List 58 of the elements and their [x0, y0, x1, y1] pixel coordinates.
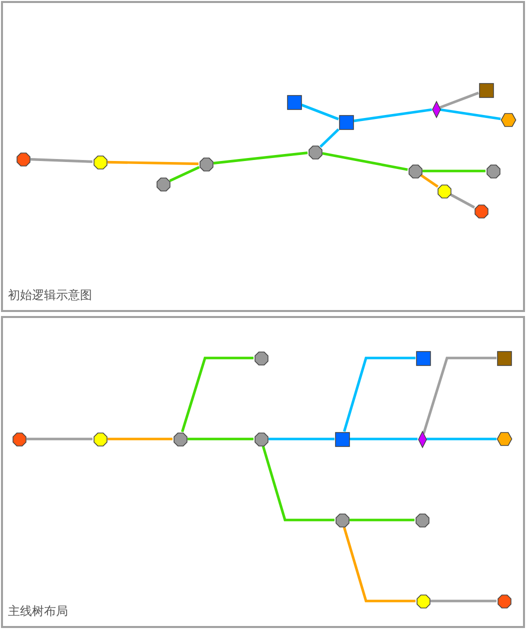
octagon-node	[334, 512, 350, 528]
octagon-node	[92, 432, 108, 446]
octagon-node	[308, 144, 322, 160]
octagon-node	[254, 432, 268, 446]
connector-line	[430, 600, 496, 602]
connector-line	[108, 438, 172, 440]
octagon-node	[414, 512, 430, 528]
connector-line	[107, 160, 199, 166]
connector-line	[319, 128, 340, 148]
diamond-node	[432, 100, 440, 118]
octagon-node	[408, 164, 422, 178]
panel-title: 初始逻辑示意图	[8, 287, 92, 304]
connector-line	[180, 356, 254, 432]
connector-line	[422, 170, 486, 172]
connector-line	[353, 108, 432, 122]
octagon-node	[416, 594, 430, 608]
connector-line	[342, 526, 416, 602]
octagon-node	[198, 156, 214, 172]
connector-line	[322, 152, 408, 171]
square-node	[338, 114, 354, 130]
square-node	[478, 82, 494, 98]
connector-line	[301, 104, 339, 120]
octagon-node	[496, 594, 512, 608]
connector-line	[342, 356, 416, 432]
diagram-panel	[1, 1, 525, 312]
connector-line	[350, 438, 418, 440]
square-node	[496, 350, 512, 366]
octagon-node	[92, 154, 108, 170]
octagon-node	[12, 432, 26, 446]
diamond-node	[418, 430, 426, 448]
square-node	[286, 94, 302, 110]
connector-line	[169, 166, 200, 182]
connector-line	[188, 438, 254, 440]
octagon-node	[172, 432, 188, 446]
connector-line	[213, 152, 308, 164]
connector-line	[420, 174, 439, 188]
hexagon-node	[500, 113, 516, 127]
connector-line	[450, 193, 476, 209]
connector-line	[439, 92, 479, 109]
connector-line	[350, 518, 414, 522]
octagon-node	[436, 184, 452, 198]
connector-line	[440, 108, 501, 120]
connector-line	[268, 438, 334, 440]
square-node	[334, 432, 350, 446]
octagon-node	[16, 152, 30, 166]
connector-line	[422, 356, 496, 434]
connector-line	[26, 438, 92, 440]
connector-line	[262, 446, 334, 522]
octagon-node	[486, 164, 500, 178]
octagon-node	[156, 176, 170, 192]
panel-title: 主线树布局	[8, 603, 68, 620]
connector-line	[30, 158, 93, 163]
square-node	[416, 350, 430, 366]
octagon-node	[254, 350, 268, 366]
hexagon-node	[496, 432, 512, 446]
octagon-node	[474, 204, 488, 218]
diagram-panel	[1, 316, 525, 628]
connector-line	[426, 438, 496, 440]
